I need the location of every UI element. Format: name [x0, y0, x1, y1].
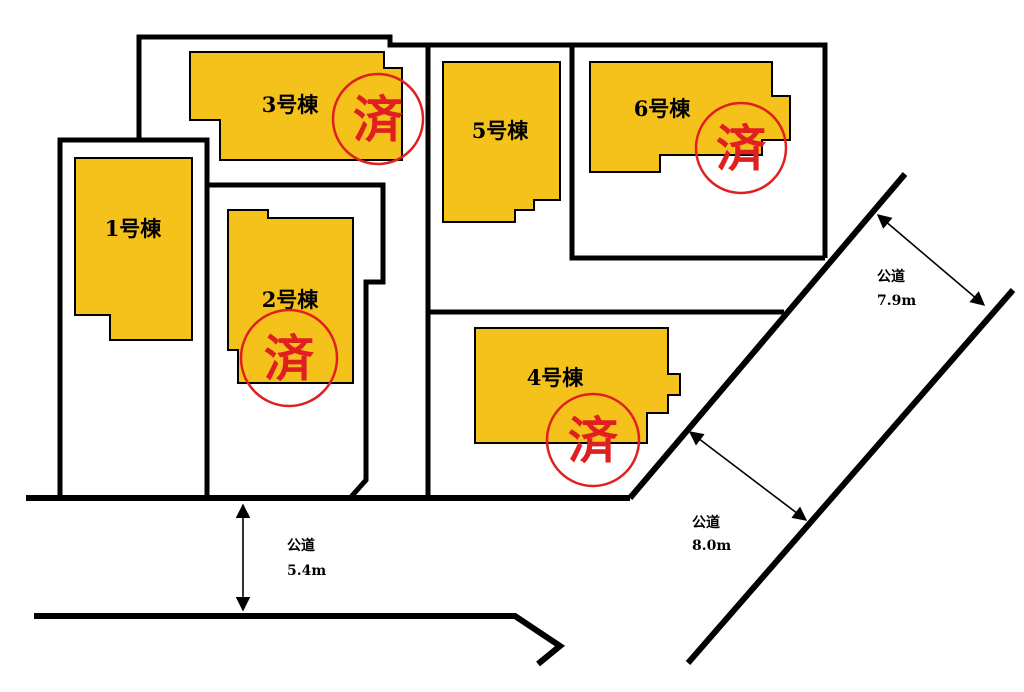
sold-mark-4-ring: [545, 392, 641, 488]
east-road-upper-width-arrow: [876, 214, 986, 306]
building-6[interactable]: 6号棟: [589, 61, 791, 173]
building-4[interactable]: 4号棟: [474, 327, 681, 444]
east-road-lower-name: 公道: [692, 514, 720, 531]
sold-mark-3-ring: [331, 72, 425, 166]
sold-mark-2-text: 済: [264, 330, 315, 388]
building-6-footprint: [589, 61, 791, 173]
building-5[interactable]: 5号棟: [442, 61, 561, 223]
building-6-label: 6号棟: [634, 96, 692, 121]
building-3[interactable]: 3号棟: [189, 51, 403, 161]
building-5-label: 5号棟: [472, 118, 530, 143]
building-5-footprint: [442, 61, 561, 223]
sold-mark-3-text: 済: [353, 91, 404, 149]
building-1[interactable]: 1号棟: [74, 157, 193, 341]
sold-mark-6-ring: [694, 101, 788, 195]
building-2-label: 2号棟: [262, 287, 320, 312]
building-4-label: 4号棟: [527, 365, 585, 390]
building-2-footprint: [227, 209, 354, 384]
building-1-footprint: [74, 157, 193, 341]
sold-mark-3: 済: [331, 72, 425, 166]
sold-mark-6-text: 済: [716, 120, 767, 178]
sold-mark-2: 済: [239, 308, 339, 408]
south-road-name: 公道: [287, 537, 315, 554]
road-lines: [26, 172, 1016, 667]
building-1-label: 1号棟: [105, 216, 163, 241]
lot-2-boundary: [204, 182, 386, 500]
south-road-south-edge: [34, 613, 566, 667]
lot-6-boundary: [569, 45, 825, 261]
lot-5-boundary: [428, 42, 828, 258]
building-2[interactable]: 2号棟: [227, 209, 354, 384]
lot-boundaries: [57, 34, 828, 501]
east-road-upper-width: 7.9m: [877, 293, 916, 309]
building-4-footprint: [474, 327, 681, 444]
east-road-lower-width-arrow: [688, 431, 808, 521]
building-3-label: 3号棟: [262, 92, 320, 117]
sold-mark-2-ring: [239, 308, 339, 408]
building-3-footprint: [189, 51, 403, 161]
east-road-west-edge: [627, 172, 908, 500]
sold-mark-4-text: 済: [568, 412, 619, 470]
east-road-upper-name: 公道: [877, 268, 905, 285]
sold-mark-4: 済: [545, 392, 641, 488]
south-road-width: 5.4m: [287, 563, 326, 579]
east-road-east-edge: [685, 288, 1016, 665]
lot-3-boundary: [136, 34, 431, 498]
sold-mark-6: 済: [694, 101, 788, 195]
east-road-lower-width: 8.0m: [692, 538, 731, 554]
